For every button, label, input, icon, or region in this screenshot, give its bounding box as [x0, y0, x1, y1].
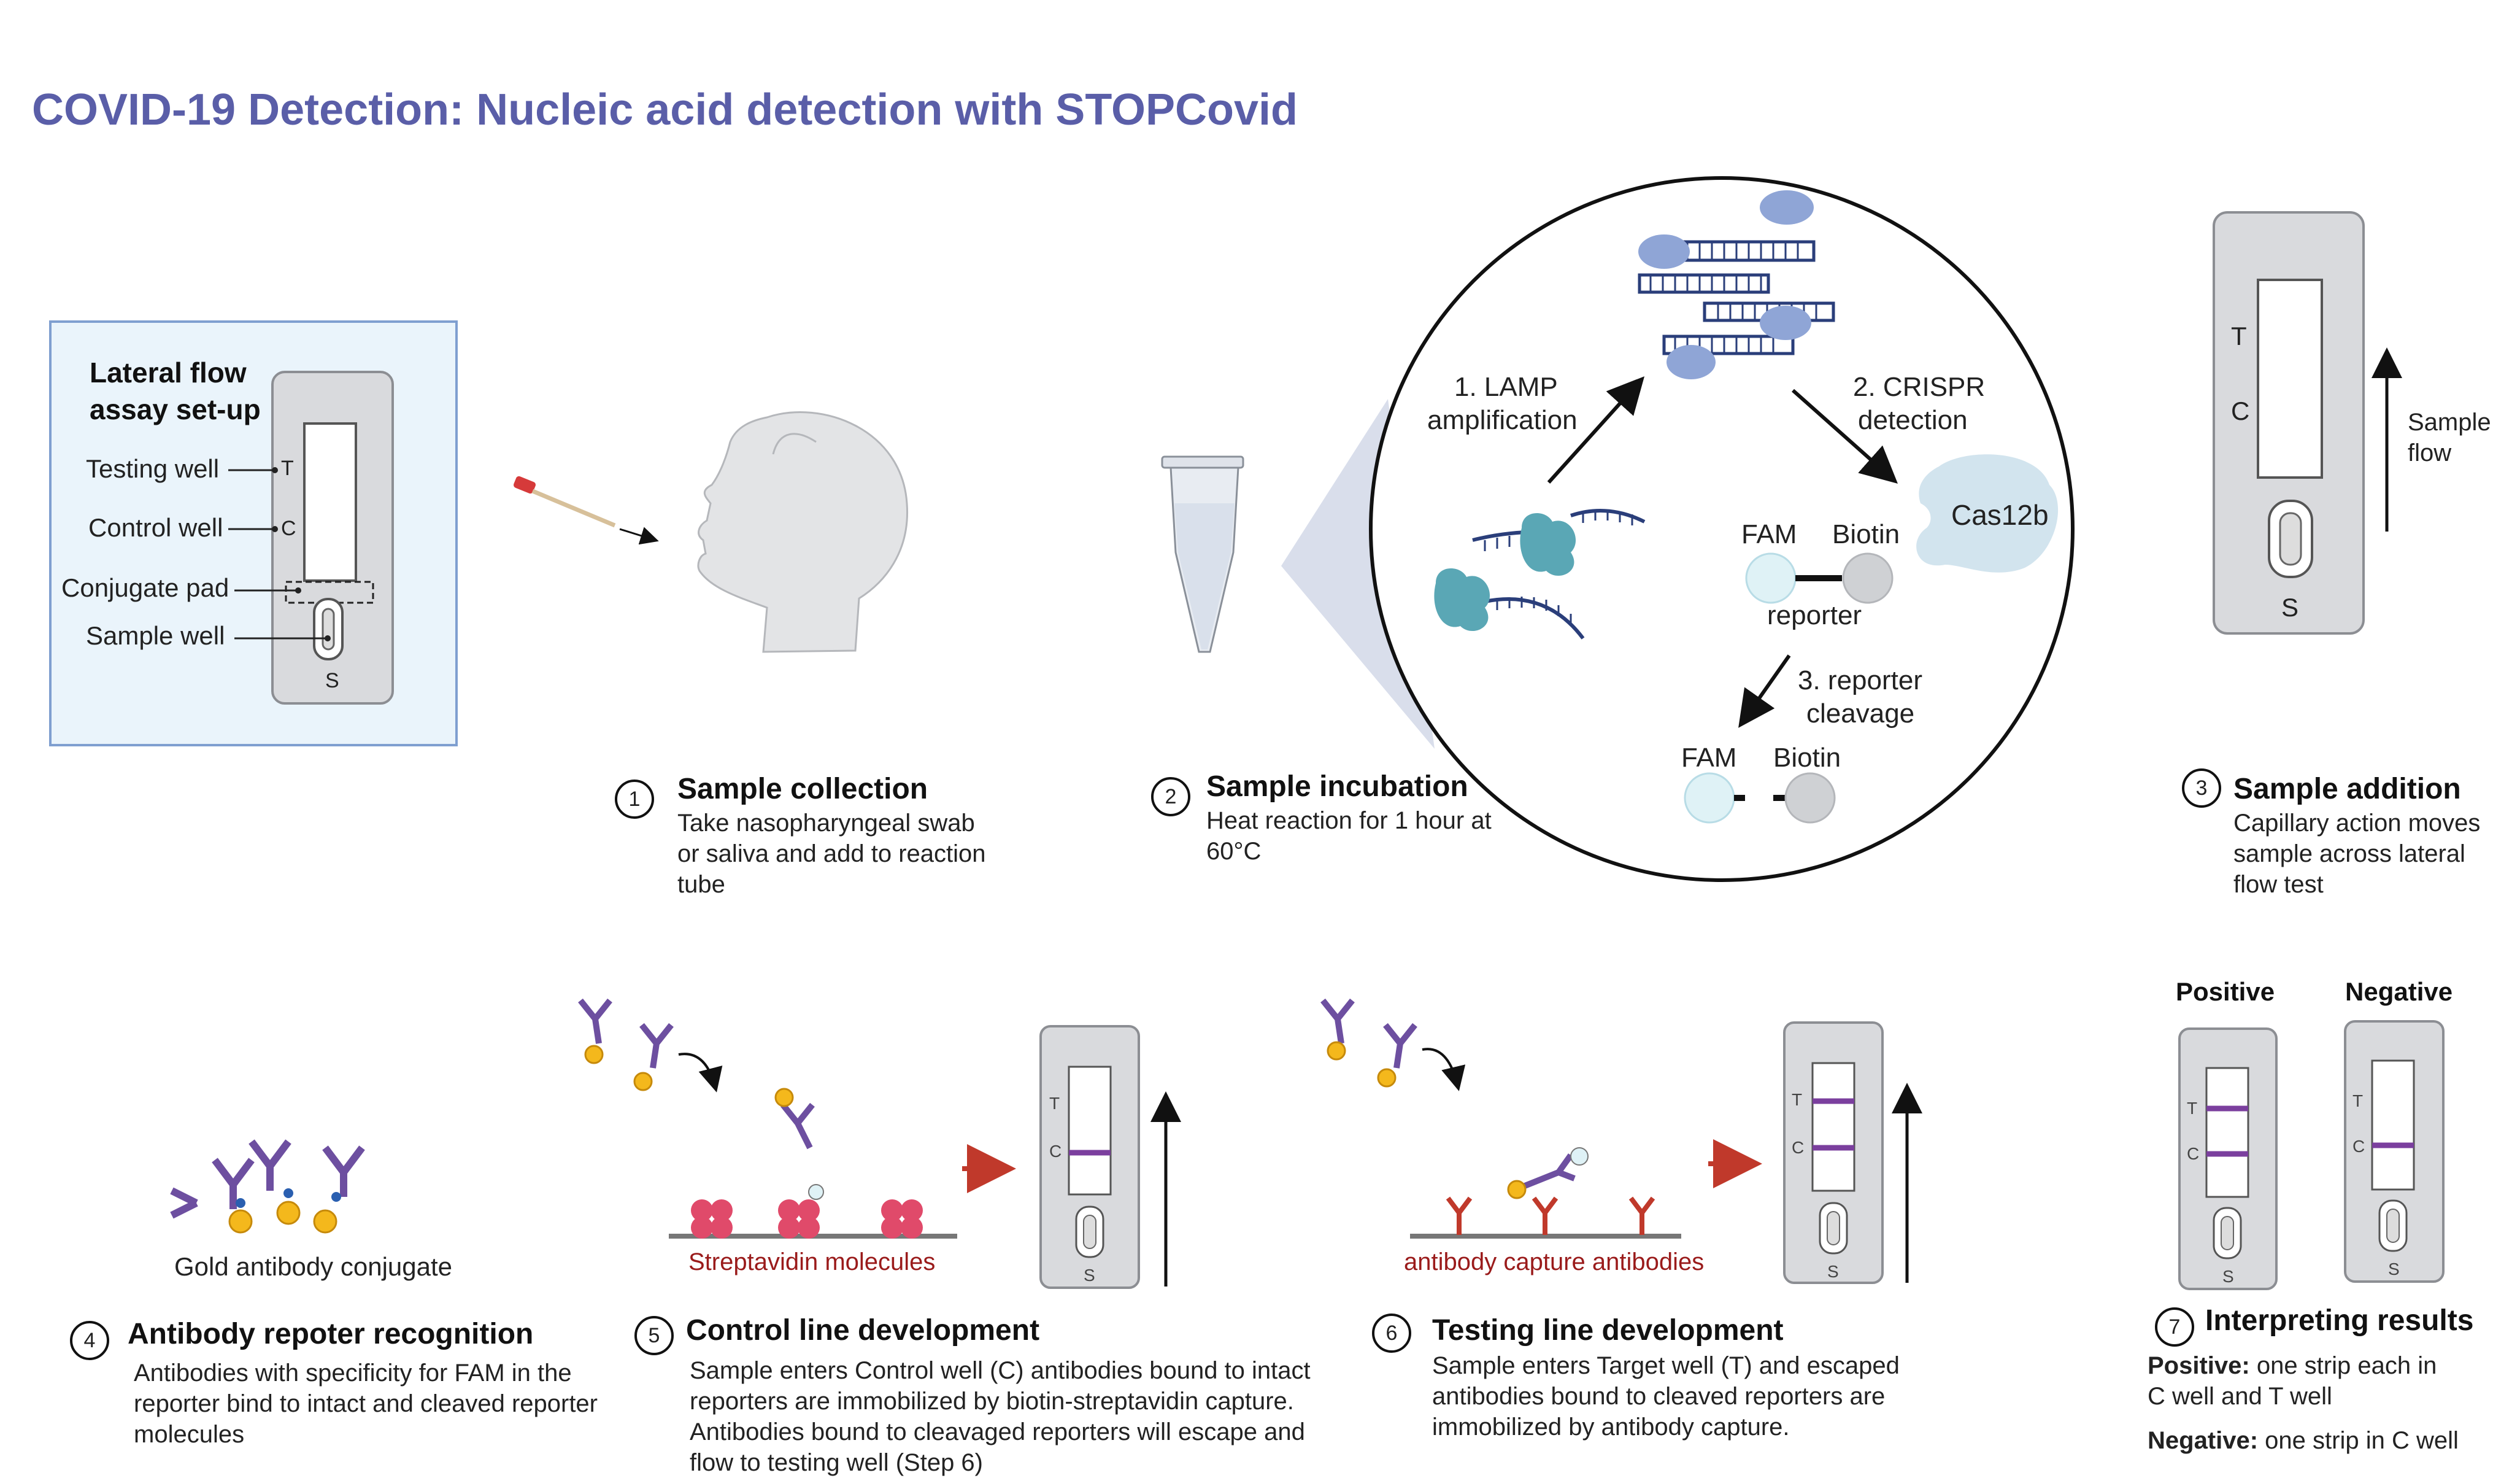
control-strip-t: T	[1049, 1094, 1060, 1113]
setup-t-label: T	[281, 457, 294, 480]
step-4-desc: Antibodies with specificity for FAM in t…	[134, 1360, 598, 1448]
negative-strip-c: C	[2352, 1137, 2365, 1156]
testing-well-label: Testing well	[86, 454, 220, 483]
testing-strip-c: C	[1792, 1138, 1805, 1157]
step-2-number: 2	[1151, 777, 1190, 816]
conjugate-pad-label: Conjugate pad	[61, 573, 229, 602]
biotin-cleaved-label: Biotin	[1773, 743, 1841, 773]
crispr-label-1: 2. CRISPR	[1853, 372, 1986, 402]
cleavage-label-2: cleavage	[1806, 698, 1915, 729]
page-title: COVID-19 Detection: Nucleic acid detecti…	[32, 85, 1298, 134]
control-strip-s: S	[1084, 1266, 1095, 1285]
sample-flow-label-1: Sample	[2408, 409, 2491, 436]
testing-strip	[1783, 1021, 1884, 1284]
negative-strip	[2344, 1020, 2445, 1283]
reaction-tube-icon	[1161, 455, 1244, 653]
step-7-number: 7	[2155, 1307, 2194, 1347]
setup-strip	[271, 371, 394, 705]
step-5-number: 5	[634, 1316, 674, 1355]
fam-cleaved-label: FAM	[1681, 743, 1737, 773]
reporter-label: reporter	[1767, 600, 1862, 630]
negative-result-line: one strip in C well	[2258, 1427, 2459, 1454]
capture-antibody-icon	[1446, 1196, 1655, 1235]
positive-result-line-1: one strip each in	[2249, 1352, 2437, 1379]
setup-c-label: C	[281, 517, 296, 540]
biotin-label: Biotin	[1832, 519, 1900, 549]
step-1-desc: Take nasopharyngeal swab or saliva and a…	[677, 810, 986, 898]
positive-heading: Positive	[2176, 977, 2275, 1006]
streptavidin-label: Streptavidin molecules	[688, 1248, 936, 1275]
gold-antibody-icon	[170, 1139, 365, 1234]
step-4-title: Antibody repoter recognition	[128, 1318, 534, 1350]
swab-icon	[514, 476, 659, 545]
testing-antibodies-icon	[1320, 998, 1589, 1199]
sample-flow-label-2: flow	[2408, 439, 2452, 466]
control-antibodies-icon	[578, 998, 824, 1200]
positive-strip-t: T	[2187, 1099, 2198, 1118]
negative-result-bold: Negative:	[2148, 1427, 2259, 1454]
step-4-number: 4	[70, 1321, 109, 1360]
head-icon	[697, 411, 909, 653]
setup-heading-2: assay set-up	[90, 393, 261, 425]
step-2-desc: Heat reaction for 1 hour at 60°C	[1206, 807, 1492, 865]
reporter-intact-icon	[1745, 552, 1894, 604]
cas12b-icon	[1916, 454, 2059, 573]
step-6-number: 6	[1372, 1314, 1411, 1353]
positive-strip	[2178, 1027, 2278, 1290]
step-1-number: 1	[615, 780, 654, 819]
step-3-number: 3	[2182, 768, 2221, 808]
lamp-dna-icon	[1434, 509, 1646, 640]
step-7-title: Interpreting results	[2205, 1304, 2474, 1337]
negative-strip-t: T	[2352, 1091, 2364, 1110]
positive-result-line-2: C well and T well	[2148, 1383, 2332, 1410]
fam-label: FAM	[1741, 519, 1797, 549]
step-2-title: Sample incubation	[1206, 770, 1468, 803]
setup-heading-1: Lateral flow	[90, 357, 247, 389]
control-well-label: Control well	[88, 513, 223, 542]
strip3-t-label: T	[2231, 322, 2247, 350]
strip3-c-label: C	[2231, 397, 2250, 425]
sample-addition-strip	[2213, 211, 2365, 635]
cleavage-arrow	[1738, 654, 1791, 728]
mechanism-circle	[1369, 176, 2075, 882]
positive-result-bold: Positive:	[2148, 1352, 2250, 1379]
cleavage-label-1: 3. reporter	[1798, 665, 1922, 695]
reporter-cleaved-icon	[1684, 772, 1836, 824]
step-6-desc: Sample enters Target well (T) and escape…	[1432, 1352, 1900, 1441]
step-1-title: Sample collection	[677, 773, 928, 805]
negative-heading: Negative	[2345, 977, 2453, 1006]
negative-strip-s: S	[2388, 1259, 2400, 1279]
step-3-desc: Capillary action moves sample across lat…	[2233, 810, 2481, 898]
testing-strip-t: T	[1792, 1090, 1803, 1109]
capture-label: antibody capture antibodies	[1404, 1248, 1705, 1275]
amplified-dna-icon	[1638, 190, 1835, 379]
lamp-label-1: 1. LAMP	[1454, 372, 1558, 402]
crispr-label-2: detection	[1858, 405, 1968, 435]
setup-s-label: S	[325, 669, 339, 692]
gold-conjugate-label: Gold antibody conjugate	[174, 1252, 452, 1281]
streptavidin-icon	[691, 1199, 923, 1239]
step-6-title: Testing line development	[1432, 1314, 1784, 1347]
strip3-s-label: S	[2281, 593, 2299, 622]
positive-strip-c: C	[2187, 1144, 2200, 1163]
positive-result-text: Positive: one strip each in C well and T…	[2148, 1350, 2516, 1412]
cas12b-label: Cas12b	[1951, 499, 2049, 531]
lamp-arrow	[1547, 376, 1645, 484]
crispr-arrow	[1792, 389, 1898, 484]
step-5-title: Control line development	[686, 1314, 1040, 1347]
control-strip-c: C	[1049, 1142, 1062, 1161]
lamp-label-2: amplification	[1427, 405, 1578, 435]
control-strip	[1039, 1025, 1140, 1289]
sample-well-label: Sample well	[86, 621, 225, 650]
testing-strip-s: S	[1827, 1262, 1839, 1281]
negative-result-text: Negative: one strip in C well	[2148, 1425, 2516, 1456]
step-5-desc: Sample enters Control well (C) antibodie…	[690, 1357, 1311, 1476]
positive-strip-s: S	[2222, 1267, 2234, 1286]
step-3-title: Sample addition	[2233, 773, 2461, 805]
